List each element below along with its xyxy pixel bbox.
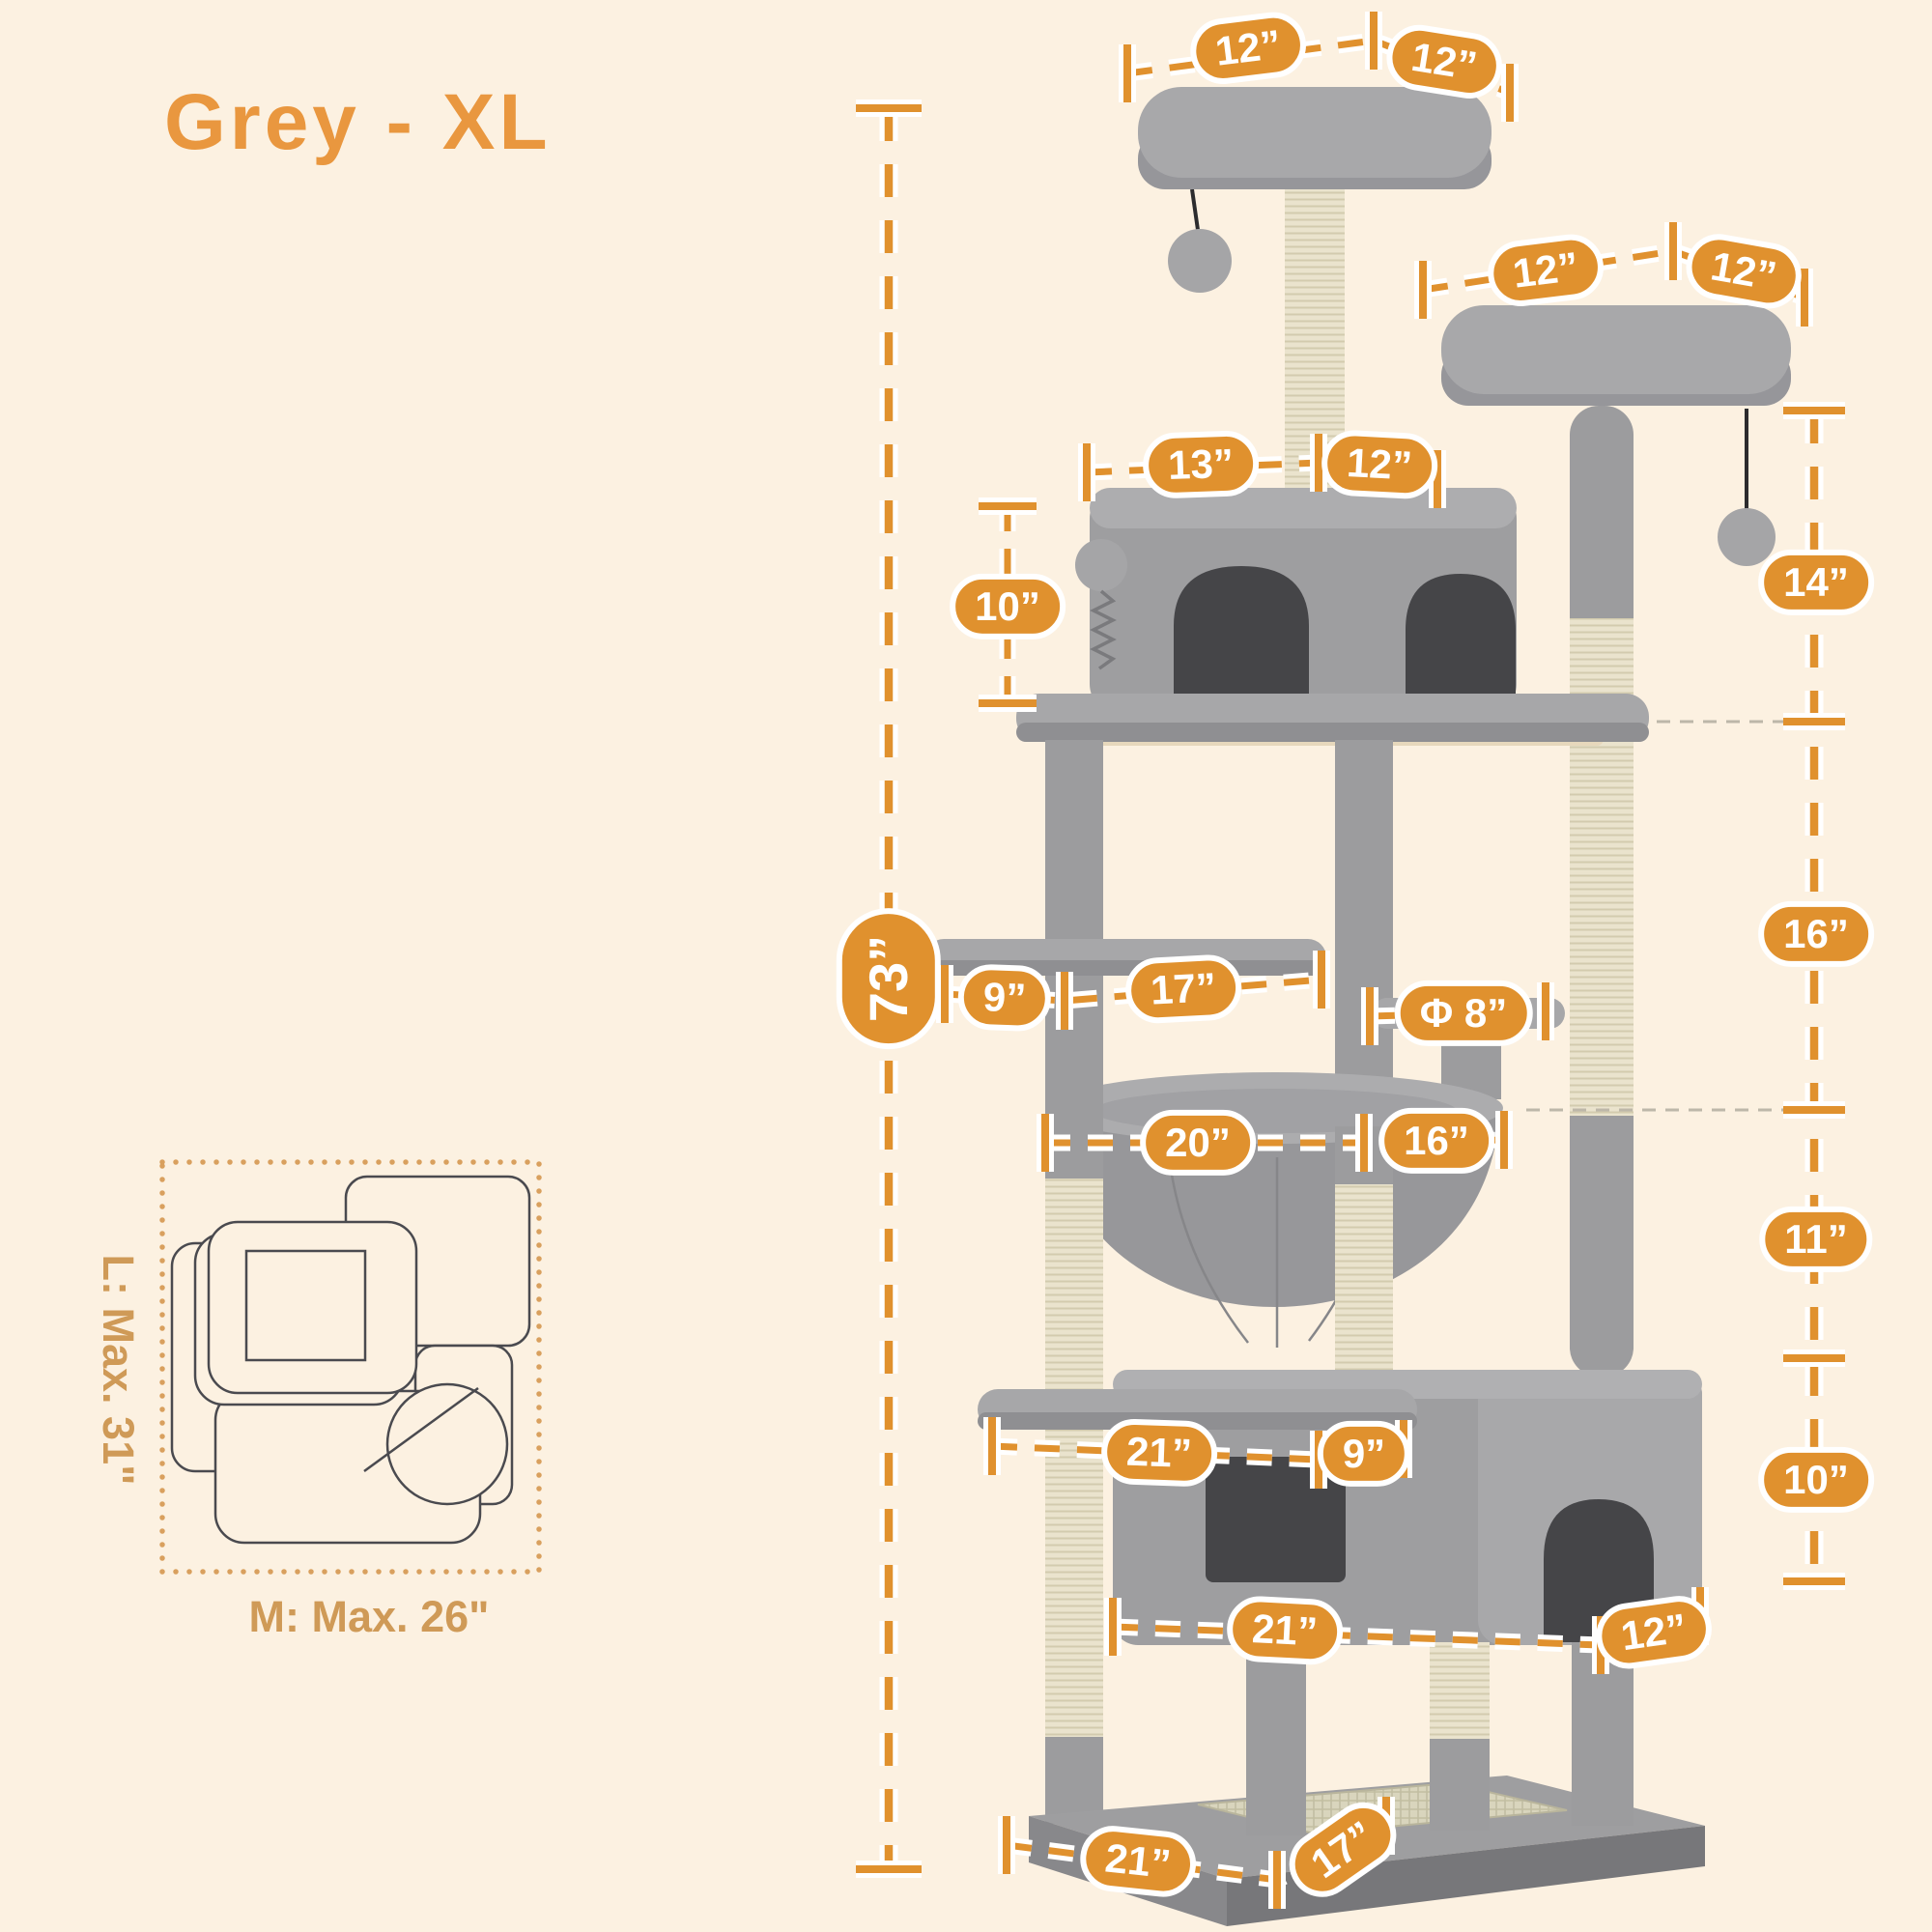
- right-tall-post: [1570, 406, 1634, 1377]
- dim-badge-condo-height: 10”: [950, 573, 1065, 640]
- footprint-diagram: [159, 1159, 542, 1575]
- dim-badge-condo-width-right: 12”: [1320, 428, 1439, 501]
- dim-badge-side-16: 16”: [1758, 900, 1874, 968]
- dim-badge-side-11: 11”: [1759, 1206, 1873, 1273]
- footprint-width-label: M: Max. 26": [248, 1592, 490, 1641]
- second-top-perch: [1441, 305, 1791, 566]
- dim-badge-side-10: 10”: [1758, 1446, 1874, 1514]
- dim-badge-hammock-width-right: 16”: [1378, 1107, 1494, 1175]
- main-platform: [1016, 694, 1649, 906]
- lower-posts: [1246, 1642, 1634, 1835]
- footprint-plate-hole: [244, 1249, 367, 1362]
- page-title: Grey - XL: [164, 78, 552, 166]
- dim-badge-total-height: 73”: [836, 907, 942, 1050]
- spring-toy: [1090, 589, 1117, 670]
- footprint-diagonal: [363, 1386, 479, 1473]
- condo-arch-opening: [1174, 566, 1309, 715]
- footprint-step-outline: [385, 1382, 509, 1506]
- dim-badge-ledge-width-right: 9”: [1317, 1420, 1411, 1488]
- dim-badge-condo-width-left: 13”: [1141, 429, 1261, 500]
- footprint-boundary: [159, 1159, 542, 1575]
- dim-badge-ledge-width-left: 21”: [1099, 1417, 1219, 1489]
- hanging-string: [1190, 188, 1200, 231]
- lower-condo: [1113, 1370, 1702, 1645]
- upper-condo: [1075, 488, 1517, 715]
- dim-badge-side-platform-left: 9”: [956, 963, 1053, 1033]
- ledge-shelf: [978, 1389, 1417, 1430]
- front-left-post: [1045, 976, 1393, 1824]
- dim-badge-side-14: 14”: [1758, 549, 1874, 616]
- spring-toy-ball: [1075, 539, 1127, 591]
- pom-ball: [1718, 508, 1776, 566]
- condo-arch-opening-right: [1406, 574, 1516, 715]
- ruler-connectors: [1526, 720, 1793, 1112]
- footprint-length-label: L: Max. 31": [94, 1254, 143, 1486]
- dim-badge-hammock-width-left: 20”: [1140, 1109, 1256, 1177]
- dim-badge-lower-condo-width-left: 21”: [1225, 1594, 1345, 1667]
- pom-ball: [1168, 229, 1232, 293]
- height-ruler: [856, 99, 922, 1878]
- dim-badge-round-step-diameter: Φ 8”: [1394, 980, 1533, 1047]
- dim-badge-side-platform-right: 17”: [1123, 952, 1243, 1026]
